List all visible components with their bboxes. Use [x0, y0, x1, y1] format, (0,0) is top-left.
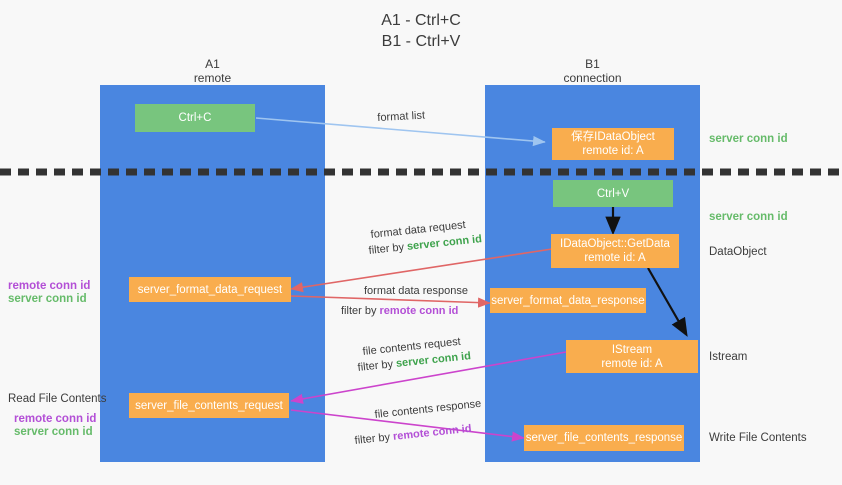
annotation-server-conn-id-2: server conn id — [709, 211, 788, 223]
edge-label-format-list: format list — [377, 109, 426, 124]
box-getdata-line2: remote id: A — [584, 252, 646, 264]
column-left-name: A1 — [205, 57, 220, 71]
box-idataobject-getdata[interactable]: IDataObject::GetData remote id: A — [551, 234, 679, 268]
annotation-dataobject: DataObject — [709, 246, 767, 258]
box-server-format-data-response-label: server_format_data_response — [491, 294, 645, 307]
annotation-write-file-contents: Write File Contents — [709, 432, 807, 444]
box-ctrl-v[interactable]: Ctrl+V — [553, 180, 673, 207]
box-server-file-contents-response[interactable]: server_file_contents_response — [524, 425, 684, 451]
edge-label-format-data-response-filter: filter by remote conn id — [341, 304, 458, 318]
box-server-file-contents-response-label: server_file_contents_response — [525, 432, 683, 444]
filter-prefix-1: filter by — [368, 240, 408, 257]
filter-value-remote-conn-id-1: remote conn id — [379, 305, 459, 317]
box-server-format-data-request-label: server_format_data_request — [137, 283, 283, 296]
diagram-title: A1 - Ctrl+C B1 - Ctrl+V — [0, 10, 842, 52]
box-server-format-data-response[interactable]: server_format_data_response — [490, 288, 646, 313]
box-getdata-line1: IDataObject::GetData — [560, 238, 670, 250]
arrow-file-contents-response — [290, 409, 525, 442]
filter-prefix-4: filter by — [354, 430, 394, 447]
box-ctrl-v-label: Ctrl+V — [596, 187, 630, 200]
arrow-format-data-request — [290, 248, 553, 293]
title-line-1: A1 - Ctrl+C — [381, 12, 461, 29]
annotation-left-remote-conn-id-1: remote conn id — [8, 280, 91, 292]
box-istream[interactable]: IStream remote id: A — [566, 340, 698, 373]
column-header-left: A1 remote — [100, 57, 325, 85]
box-server-file-contents-request-label: server_file_contents_request — [135, 399, 283, 412]
title-line-2: B1 - Ctrl+V — [381, 33, 461, 50]
arrow-getdata-to-istream — [647, 267, 688, 337]
filter-prefix-3: filter by — [357, 357, 397, 374]
annotation-left-server-conn-id-2: server conn id — [14, 426, 93, 438]
box-istream-line2: remote id: A — [601, 357, 663, 370]
column-right-name: B1 — [585, 57, 600, 71]
box-istream-line1: IStream — [611, 343, 653, 356]
annotation-istream: Istream — [709, 351, 748, 363]
arrow-file-contents-request — [290, 351, 567, 404]
box-save-idataobject[interactable]: 保存IDataObject remote id: A — [552, 128, 674, 160]
column-right-sub: connection — [563, 71, 622, 85]
arrow-format-data-response — [290, 295, 491, 308]
box-save-idataobject-line1: 保存IDataObject — [571, 131, 655, 143]
annotation-left-server-conn-id-1: server conn id — [8, 293, 87, 305]
column-left-sub: remote — [193, 71, 232, 85]
box-server-file-contents-request[interactable]: server_file_contents_request — [129, 393, 289, 418]
annotation-read-file-contents: Read File Contents — [8, 393, 107, 405]
annotation-left-remote-conn-id-2: remote conn id — [14, 413, 97, 425]
arrow-format-list — [255, 117, 546, 147]
box-save-idataobject-line2: remote id: A — [582, 145, 644, 157]
box-server-format-data-request[interactable]: server_format_data_request — [129, 277, 291, 302]
column-header-right: B1 connection — [485, 57, 700, 85]
box-ctrl-c[interactable]: Ctrl+C — [135, 104, 255, 132]
annotation-server-conn-id-1: server conn id — [709, 133, 788, 145]
edge-label-format-data-response: format data response — [364, 285, 468, 297]
box-ctrl-c-label: Ctrl+C — [178, 112, 212, 124]
filter-prefix-2: filter by — [341, 305, 380, 317]
